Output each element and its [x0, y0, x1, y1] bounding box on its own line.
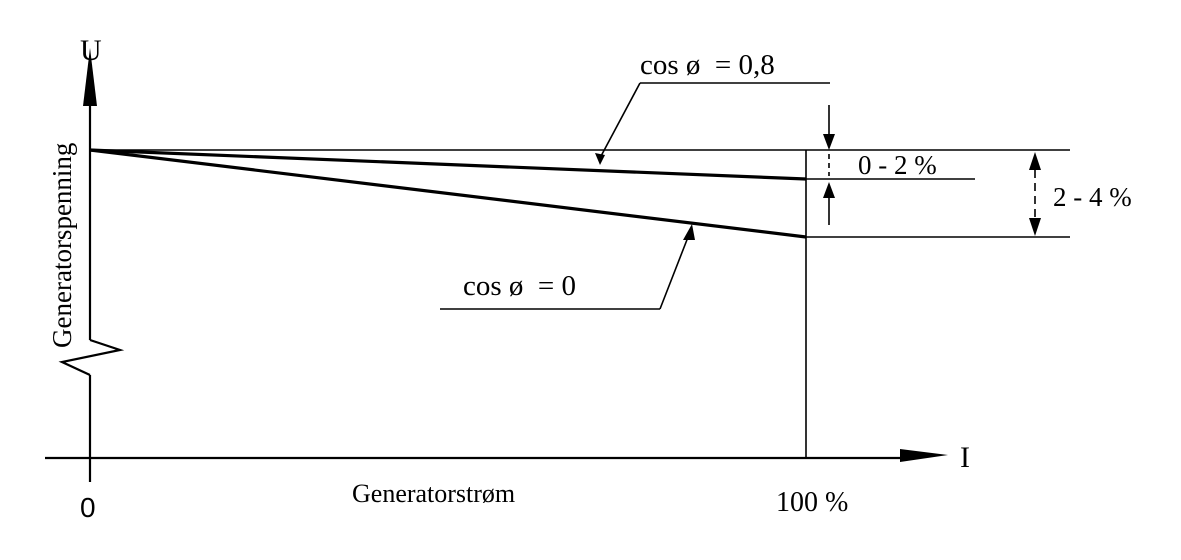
- droop-0-2-label: 0 - 2 %: [858, 150, 937, 180]
- y-axis: [58, 48, 125, 482]
- leader-pf-08: [595, 82, 830, 165]
- curve-pf-08: [89, 148, 807, 181]
- x-axis-title: Generatorstrøm: [352, 479, 515, 508]
- y-axis-title: Generatorspenning: [47, 143, 77, 348]
- leader-pf-0: [440, 224, 695, 310]
- x-axis-label: I: [960, 441, 970, 474]
- curve-pf-0: [89, 148, 807, 239]
- y-axis-arrow-icon: [83, 48, 97, 106]
- pf-0-label: cos ø = 0: [463, 270, 576, 302]
- y-axis-label: U: [80, 34, 102, 67]
- dimension-2-4: [1029, 152, 1041, 236]
- origin-label: 0: [80, 492, 96, 523]
- droop-2-4-label: 2 - 4 %: [1053, 182, 1132, 212]
- x-axis: [45, 449, 948, 462]
- x-axis-arrow-icon: [900, 449, 948, 462]
- dimension-0-2: [823, 105, 835, 225]
- x-tick-100-label: 100 %: [776, 487, 848, 518]
- pf-08-label: cos ø = 0,8: [640, 49, 775, 81]
